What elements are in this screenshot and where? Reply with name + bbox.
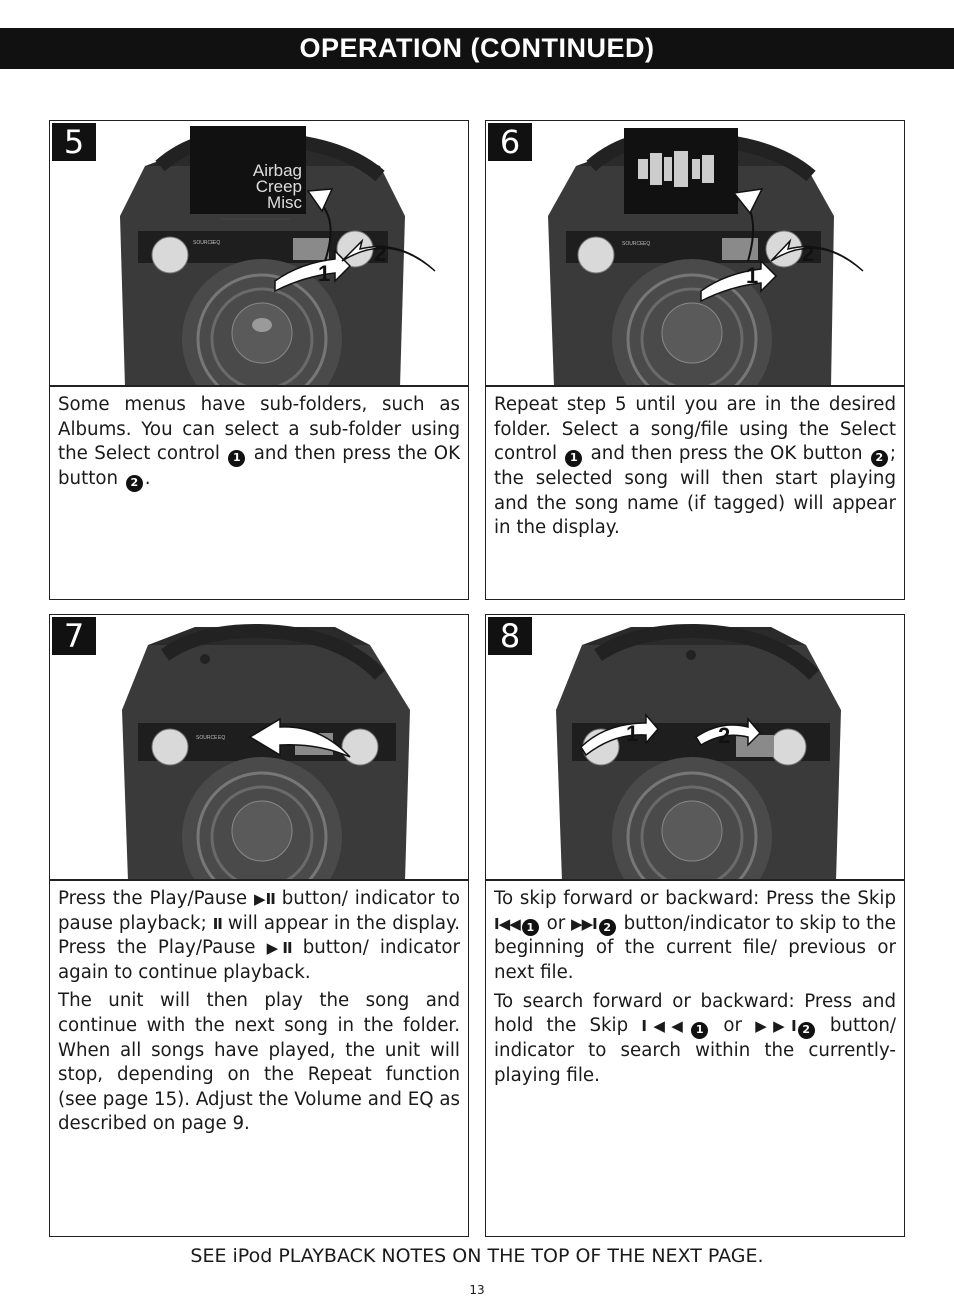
callout-1-badge: 1 [228, 449, 246, 467]
callout-1-badge: 1 [521, 919, 539, 937]
step-number: 6 [488, 123, 532, 161]
pause-icon: II [212, 914, 223, 933]
source-label: SOURCE [622, 241, 644, 247]
step-number: 8 [488, 617, 532, 655]
text-run: or [710, 1015, 756, 1037]
text-run: button/ indicator to search within the c… [494, 1015, 896, 1086]
header-bar: OPERATION (CONTINUED) [0, 28, 954, 69]
text-run: Press the Play/Pause [58, 888, 254, 909]
eq-label: EQ [213, 240, 220, 246]
step-5-panel: 5 1 2 Airbag Creep Misc SOURCE [49, 120, 469, 600]
step-7-illustration: SOURCE EQ [50, 615, 468, 881]
text-run: ; the selected song will then start play… [494, 443, 896, 539]
step-8-illustration: 1 2 [486, 615, 904, 881]
callout-1: 1 [626, 721, 638, 746]
step-6-panel: 6 1 2 SOURCE E [485, 120, 905, 600]
step-7-text: Press the Play/Pause ▶II button/ indicat… [58, 887, 460, 1141]
display-item-airbag: Airbag [253, 161, 302, 180]
display-item-creep: Creep [256, 177, 302, 196]
play-pause-icon: ▶II [254, 890, 276, 908]
text-run: To search forward or backward: Press and… [494, 990, 896, 1037]
display-item-misc: Misc [267, 193, 302, 212]
skip-back-icon: I◀◀ [641, 1017, 690, 1036]
callout-2-badge: 2 [870, 449, 888, 467]
callout-2-badge: 2 [598, 919, 616, 937]
callout-2: 2 [802, 241, 814, 266]
step-6-text: Repeat step 5 until you are in the desir… [494, 393, 896, 545]
callout-1: 1 [746, 263, 758, 288]
play-pause-icon: ▶II [266, 939, 293, 958]
step-number: 5 [52, 123, 96, 161]
eq-label: EQ [218, 735, 225, 741]
text-run: or [540, 912, 572, 934]
text-run: and then press the OK button [58, 443, 461, 489]
text-run: will appear in the display. Press the Pl… [58, 912, 460, 959]
source-label: SOURCE [193, 240, 215, 246]
eq-label: EQ [643, 241, 650, 247]
page-number: 13 [469, 1283, 485, 1297]
text-run: button/ indicator to pause playback; [58, 888, 460, 934]
skip-forward-icon: ▶▶I [755, 1017, 796, 1036]
footer-note: SEE iPod PLAYBACK NOTES ON THE TOP OF TH… [190, 1245, 764, 1267]
text-run: Some menus have sub-folders, such as Alb… [58, 394, 460, 465]
text-run: button/ indicator again to continue play… [58, 937, 460, 983]
step-7-paragraph-2: The unit will then play the song and con… [58, 990, 460, 1135]
text-run: Repeat step 5 until you are in the desir… [494, 394, 896, 465]
step-6-illustration: 1 2 SOURCE EQ [486, 121, 904, 387]
page-title: OPERATION (CONTINUED) [299, 33, 655, 63]
skip-forward-icon: ▶▶I [571, 914, 598, 933]
text-run: button/indicator to skip to the beginnin… [494, 912, 896, 983]
callout-2-badge: 2 [125, 474, 143, 492]
text-run: To skip forward or backward: Press the S… [494, 888, 896, 909]
text-run: and then press the OK button [584, 443, 869, 465]
skip-back-icon: I◀◀ [494, 914, 521, 933]
callout-1-badge: 1 [691, 1021, 709, 1039]
step-7-panel: 7 SOURCE EQ Press the Play/Pause ▶II but… [49, 614, 469, 1237]
step-5-text: Some menus have sub-folders, such as Alb… [58, 393, 460, 496]
step-8-panel: 8 1 2 To skip forward or backward: Press… [485, 614, 905, 1237]
callout-2-badge: 2 [797, 1021, 815, 1039]
step-5-illustration: 1 2 Airbag Creep Misc SOURCE EQ [50, 121, 468, 387]
callout-1: 1 [318, 261, 330, 286]
step-8-text: To skip forward or backward: Press the S… [494, 887, 896, 1092]
text-run: . [144, 467, 151, 489]
source-label: SOURCE [196, 735, 218, 741]
callout-2: 2 [374, 241, 386, 266]
step-number: 7 [52, 617, 96, 655]
callout-2: 2 [718, 723, 730, 748]
callout-1-badge: 1 [565, 449, 583, 467]
